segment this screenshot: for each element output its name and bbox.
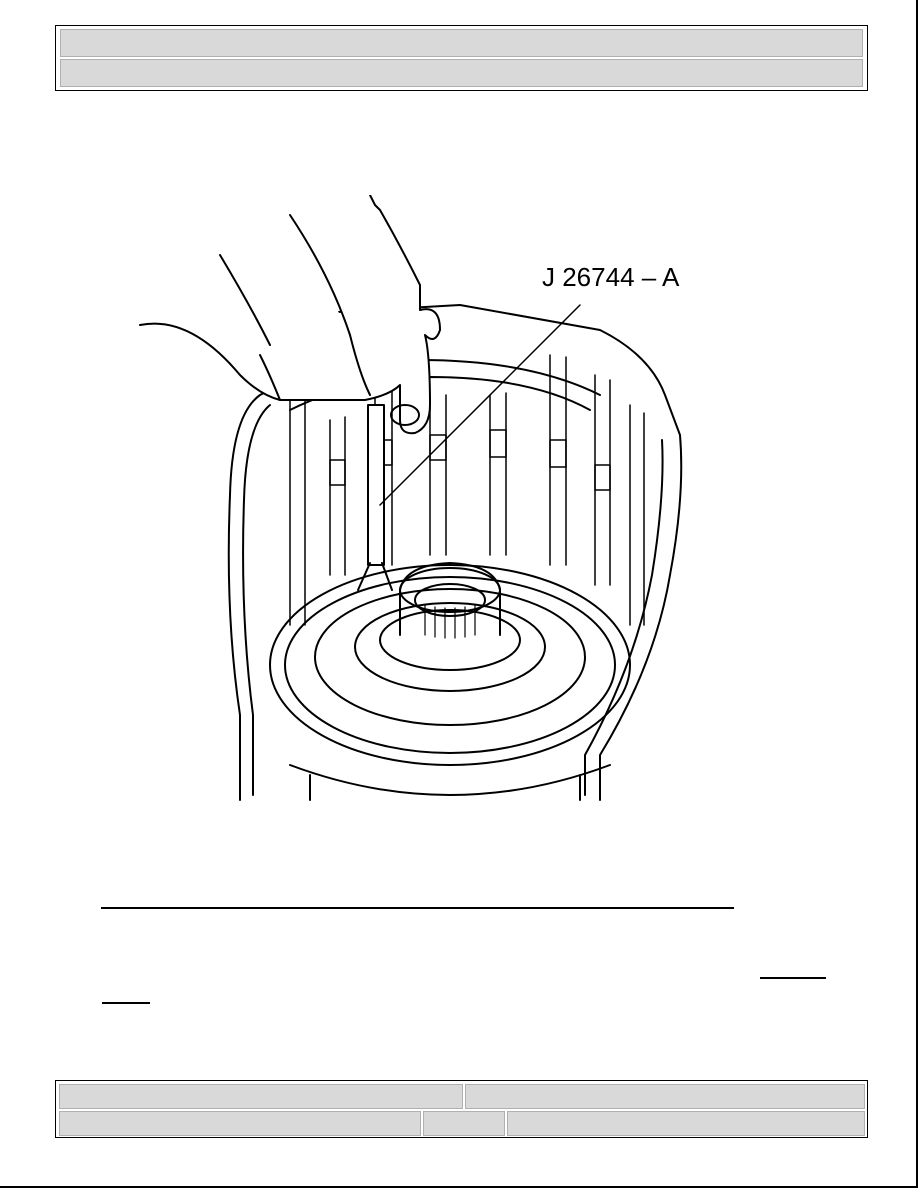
link-underline-continued[interactable] — [102, 1002, 150, 1004]
header-subtitle-row — [60, 59, 863, 87]
footer-cell — [59, 1111, 421, 1136]
footer-table — [55, 1080, 868, 1138]
footer-cell — [423, 1111, 505, 1136]
clutch-housing-illustration — [139, 195, 683, 801]
footer-cell — [59, 1084, 463, 1109]
callout-leader — [379, 304, 581, 506]
separator-rule — [101, 907, 734, 909]
link-underline[interactable] — [760, 977, 826, 979]
footer-cell — [465, 1084, 865, 1109]
header-table — [55, 25, 868, 91]
footer-cell — [507, 1111, 865, 1136]
tool-callout-label: J 26744 – A — [542, 262, 680, 292]
header-title-row — [60, 29, 863, 57]
tool-shaft — [367, 404, 385, 566]
hand — [139, 195, 441, 435]
housing-outline — [227, 304, 683, 801]
retainer-outer — [269, 564, 631, 766]
